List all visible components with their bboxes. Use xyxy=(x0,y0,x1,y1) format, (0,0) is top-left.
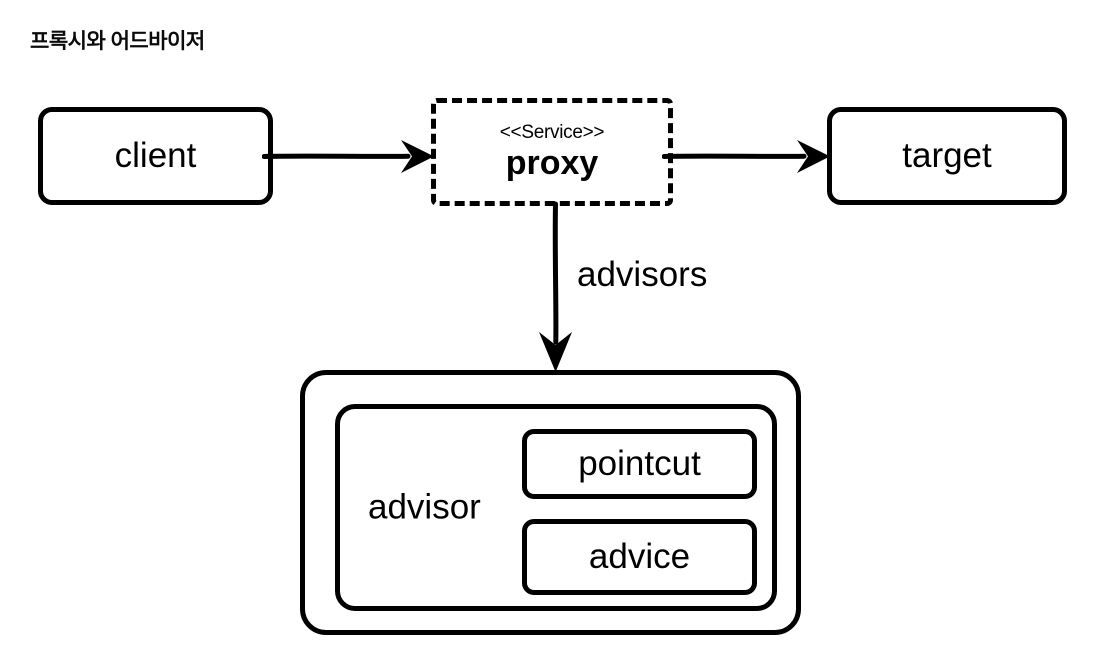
page-title: 프록시와 어드바이저 xyxy=(30,30,205,53)
node-proxy[interactable]: <<Service>> proxy xyxy=(431,98,673,206)
node-proxy-stereotype: <<Service>> xyxy=(499,121,605,143)
node-advice[interactable]: advice xyxy=(522,519,757,595)
node-target[interactable]: target xyxy=(827,107,1067,205)
node-client-label: client xyxy=(114,135,197,175)
node-client[interactable]: client xyxy=(38,107,273,205)
advisor-container: advisor pointcut advice xyxy=(300,370,801,635)
node-target-label: target xyxy=(902,135,992,175)
arrow-proxy-to-target xyxy=(662,140,830,173)
node-proxy-label: proxy xyxy=(505,143,599,182)
node-pointcut-label: pointcut xyxy=(578,443,701,483)
node-advisor-label: advisor xyxy=(368,487,481,527)
arrow-client-to-proxy xyxy=(262,140,434,173)
edge-label-advisors: advisors xyxy=(577,255,708,294)
node-advice-label: advice xyxy=(588,536,691,576)
node-pointcut[interactable]: pointcut xyxy=(522,429,757,499)
node-advisor[interactable]: advisor pointcut advice xyxy=(335,404,777,611)
